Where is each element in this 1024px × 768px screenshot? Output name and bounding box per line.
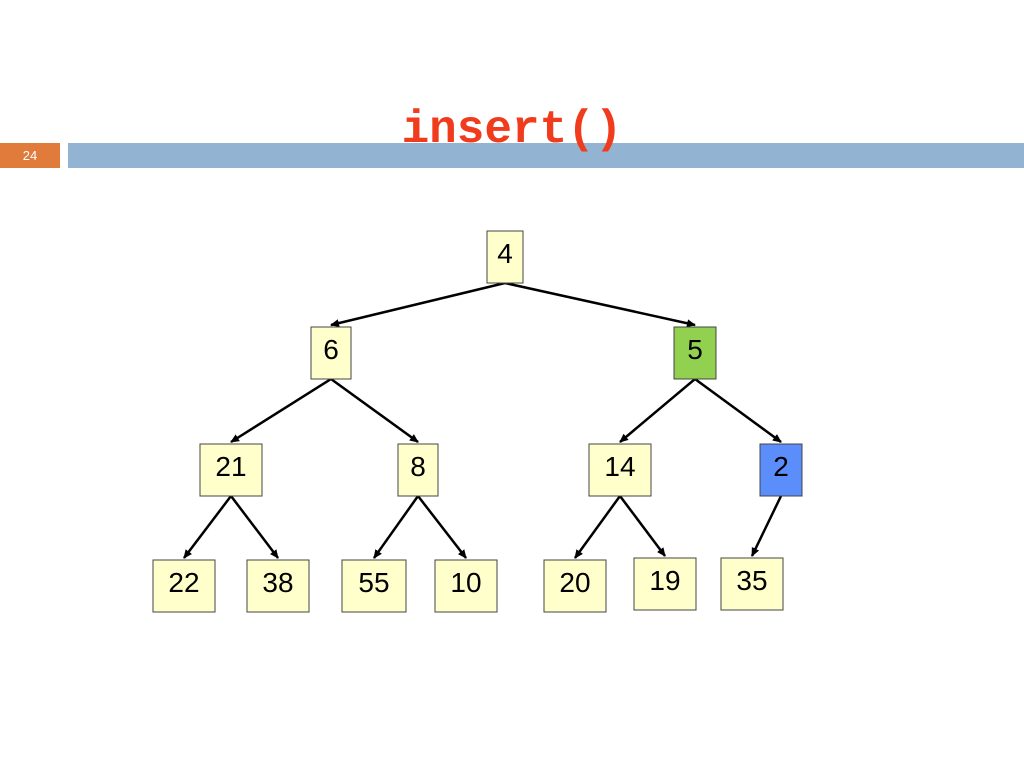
- tree-edge-4-to-5: [504, 281, 696, 328]
- tree-node-box: [759, 443, 803, 497]
- tree-node-box: [310, 326, 352, 380]
- tree-edge-21-to-38: [230, 495, 279, 559]
- tree-node-6: 6: [310, 326, 352, 380]
- tree-edge-4-to-6: [330, 281, 506, 328]
- tree-node-box: [588, 443, 652, 497]
- tree-node-label: 2: [773, 451, 789, 482]
- tree-edge-21-to-22: [183, 495, 232, 559]
- tree-edge-5-to-14: [619, 378, 696, 443]
- tree-node-4: 4: [486, 230, 524, 284]
- tree-node-label: 21: [215, 451, 246, 482]
- tree-edge-6-to-21: [230, 377, 332, 444]
- tree-node-label: 22: [168, 567, 199, 598]
- tree-edges: [183, 281, 783, 559]
- tree-node-14: 14: [588, 443, 652, 497]
- tree-node-box: [543, 559, 607, 613]
- slide-title: insert(): [401, 104, 623, 156]
- tree-node-box: [341, 559, 407, 613]
- slide-number: 24: [0, 143, 60, 168]
- tree-node-55: 55: [341, 559, 407, 613]
- tree-node-box: [152, 559, 216, 613]
- tree-node-box: [633, 557, 697, 611]
- tree-node-21: 21: [199, 443, 263, 497]
- tree-node-10: 10: [434, 559, 498, 613]
- tree-edge-2-to-35: [750, 495, 783, 557]
- tree-node-box: [246, 559, 310, 613]
- tree-node-35: 35: [720, 557, 784, 611]
- tree-node-box: [199, 443, 263, 497]
- tree-node-label: 35: [736, 565, 767, 596]
- tree-node-label: 6: [323, 334, 339, 365]
- tree-node-19: 19: [633, 557, 697, 611]
- tree-node-box: [434, 559, 498, 613]
- tree-node-box: [486, 230, 524, 284]
- tree-node-5: 5: [673, 326, 717, 380]
- tree-edge-6-to-8: [330, 377, 419, 444]
- tree-node-8: 8: [397, 443, 439, 497]
- tree-node-38: 38: [246, 559, 310, 613]
- tree-node-label: 14: [604, 451, 635, 482]
- tree-edge-8-to-55: [372, 495, 420, 559]
- tree-node-label: 5: [687, 334, 703, 365]
- tree-edge-8-to-10: [417, 495, 467, 559]
- tree-node-box: [673, 326, 717, 380]
- tree-node-label: 4: [497, 238, 513, 269]
- tree-node-label: 38: [262, 567, 293, 598]
- tree-edge-14-to-19: [619, 495, 666, 557]
- tree-edge-5-to-2: [694, 377, 782, 444]
- tree-node-label: 8: [410, 451, 426, 482]
- tree-node-box: [720, 557, 784, 611]
- tree-edge-14-to-20: [573, 495, 622, 559]
- tree-node-2: 2: [759, 443, 803, 497]
- tree-node-box: [397, 443, 439, 497]
- tree-node-label: 19: [649, 565, 680, 596]
- tree-node-20: 20: [543, 559, 607, 613]
- tree-node-label: 20: [559, 567, 590, 598]
- tree-node-label: 10: [450, 567, 481, 598]
- tree-node-22: 22: [152, 559, 216, 613]
- header-bar: [68, 143, 1024, 168]
- tree-node-label: 55: [358, 567, 389, 598]
